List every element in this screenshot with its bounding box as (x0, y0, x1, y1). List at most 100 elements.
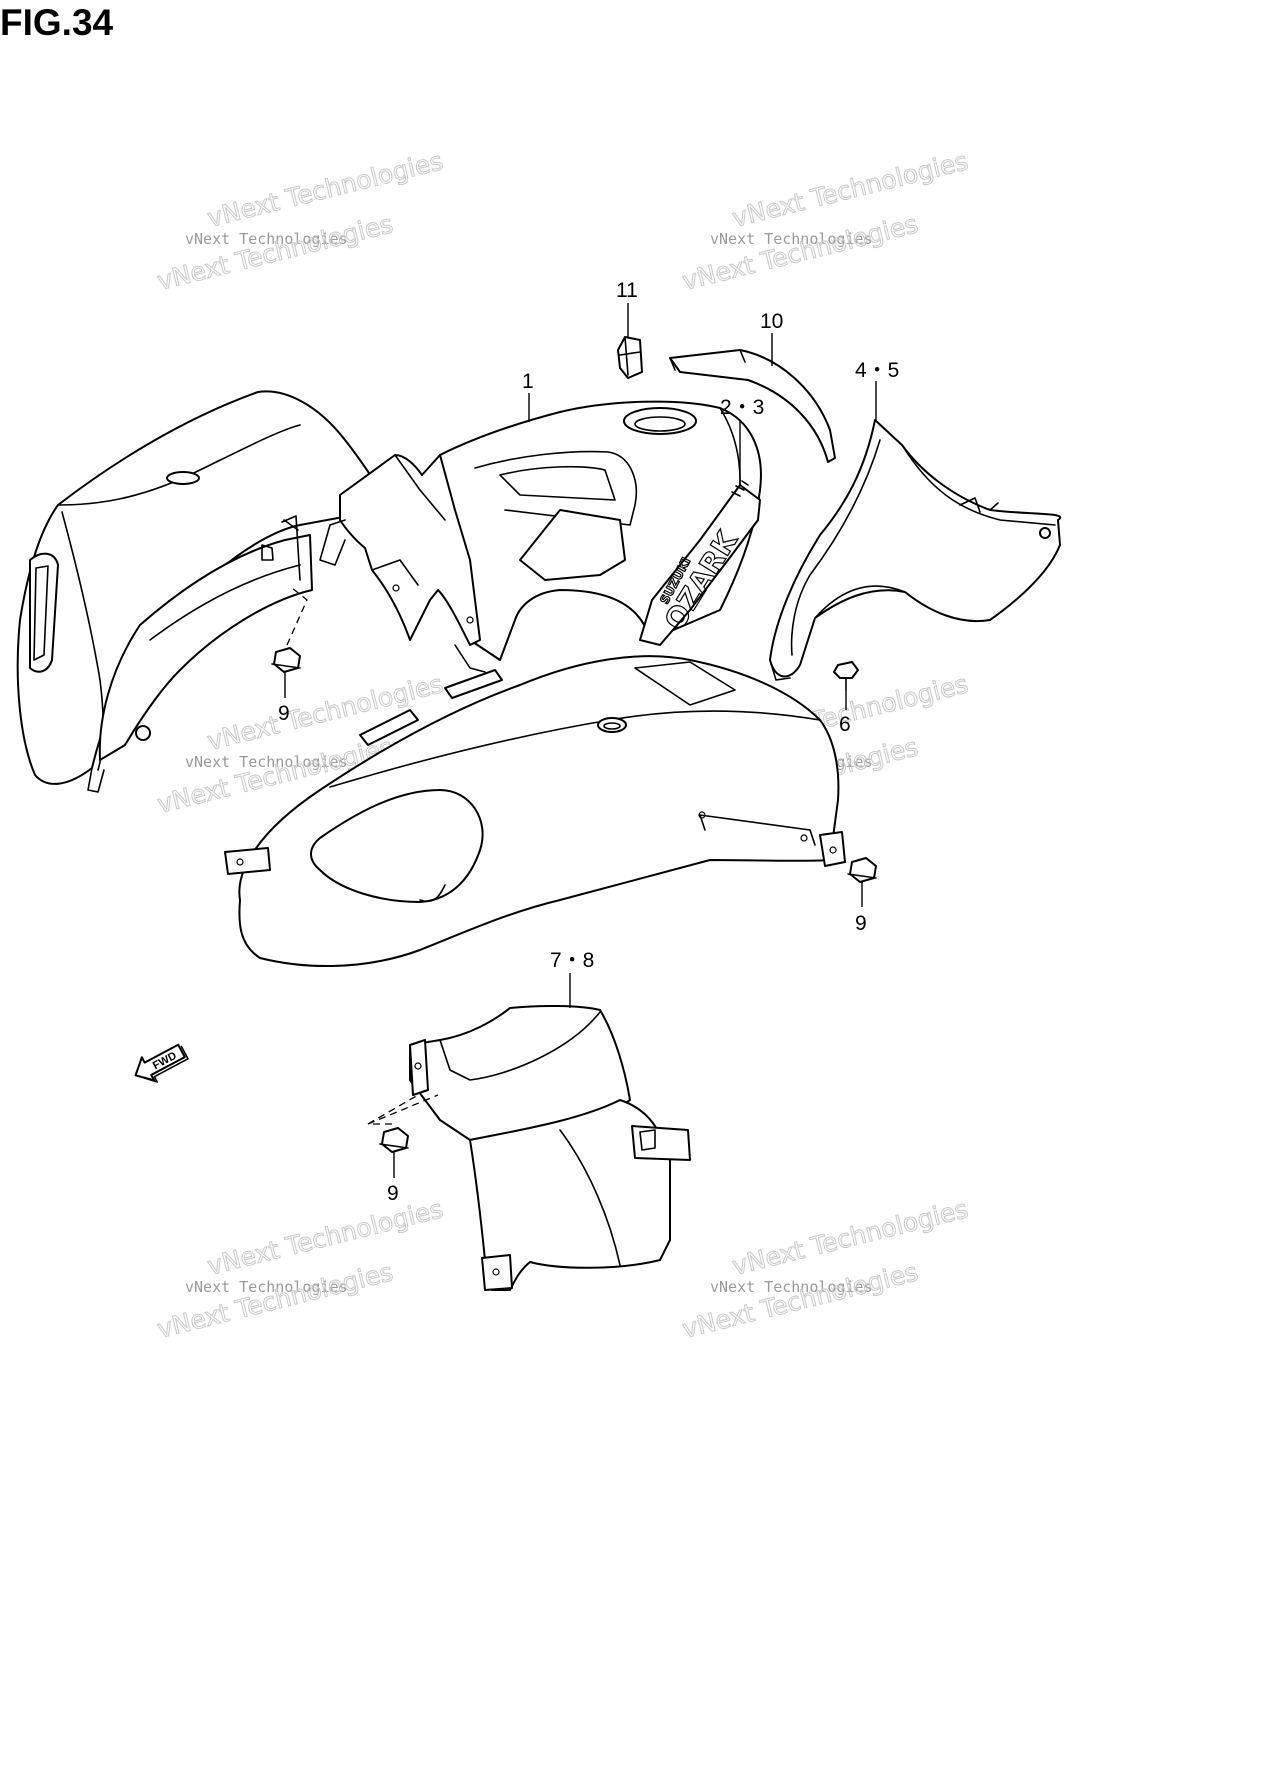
watermark-text: vNext Technologies (185, 230, 348, 248)
front-fender (16, 390, 393, 793)
inner-mudguard-tab-left (409, 1039, 429, 1096)
inner-mudguard (409, 1004, 691, 1291)
rear-fender (224, 655, 846, 968)
bolt-bottom-flange (379, 1143, 409, 1149)
front-fender-headlight-inner (33, 565, 49, 661)
side-cover-lower-rib (814, 585, 906, 619)
inner-mudguard-lower (469, 1099, 671, 1291)
bolt-right (847, 857, 877, 883)
inner-mudguard-lower-rib (559, 1129, 621, 1266)
rear-fender-mount-left-hole (236, 858, 244, 866)
bolt-right-head (849, 857, 877, 883)
side-cover-inner-edge (790, 439, 881, 656)
forward-arrow-shadow (134, 1045, 189, 1083)
front-fender-bracket (261, 519, 299, 561)
rear-fender-mount-right-hole (829, 846, 837, 854)
callout-part-2-3: 2・3 (720, 396, 764, 419)
side-decal-outline (639, 484, 761, 646)
front-fender-lower-lip (87, 767, 105, 793)
inner-mudguard-bottom-tab (481, 1254, 513, 1291)
main-body-rivet-right (466, 616, 474, 624)
main-body-left-wing (339, 454, 481, 646)
figure-title: FIG.34 (0, 2, 114, 43)
fuel-cap-opening (623, 407, 697, 435)
inner-mudguard-upper-crease (439, 1011, 601, 1081)
fuel-cap-ring (634, 416, 686, 432)
watermark-outline-text-2: vNext Technologies (679, 1257, 920, 1344)
callout-part-11: 11 (616, 279, 638, 302)
watermark: vNext Technologies vNext Technologies vN… (154, 1194, 446, 1345)
inner-mudguard-hole-left (414, 1062, 422, 1070)
bolt-left-head (273, 647, 301, 673)
rear-fender-mount-right (819, 831, 846, 867)
watermark-outline-text: vNext Technologies (729, 1194, 970, 1281)
bolt-right-flange (847, 873, 877, 879)
main-body-seat-recess (499, 465, 616, 501)
watermark-outline-text: vNext Technologies (204, 146, 445, 233)
front-fender-tab (281, 515, 301, 581)
seal-strip-edge (669, 349, 746, 371)
watermark-text: vNext Technologies (710, 230, 873, 248)
callout-part-4-5: 4・5 (855, 359, 899, 382)
side-cover-tab (959, 497, 999, 513)
callout-part-1: 1 (522, 370, 534, 393)
inner-mudguard-tab-right (631, 1125, 691, 1161)
main-body-rivet-left (392, 584, 400, 592)
bolt-bottom-head (381, 1127, 409, 1153)
rear-fender-tail-inner (419, 884, 446, 903)
rear-fender-cap-ring (603, 722, 621, 730)
side-cover-edge-lip (769, 659, 791, 681)
rear-fender-cap-hole (597, 717, 627, 733)
main-body-tab-left (319, 519, 346, 566)
forward-direction-arrow: FWD (134, 1043, 189, 1083)
side-cover-upper-rib (901, 444, 1056, 526)
inner-mudguard-bottom-hole (492, 1268, 500, 1276)
front-fender-mudflap (98, 534, 313, 761)
callout-part-9-right: 9 (855, 912, 867, 935)
watermark: vNext Technologies vNext Technologies vN… (154, 146, 446, 297)
rear-fender-rear-rack-left (359, 709, 419, 746)
front-fender-mount-hole (135, 725, 151, 741)
front-fender-mudflap-rib (149, 564, 301, 641)
side-cover-shell (769, 419, 1062, 678)
side-cover-mount-hole (1039, 527, 1051, 539)
front-fender-headlight-opening (29, 552, 59, 673)
seal-strip (669, 349, 836, 463)
forward-arrow-icon (134, 1043, 186, 1082)
main-body-lower-flange (454, 644, 486, 673)
decal-stripes (731, 480, 749, 497)
bolt-left (271, 647, 301, 673)
watermark-outline-text: vNext Technologies (729, 146, 970, 233)
assembly-line-left-bolt (286, 587, 308, 646)
callout-part-9-left: 9 (278, 702, 290, 725)
side-cover (769, 419, 1062, 681)
watermark-text: vNext Technologies (710, 1278, 873, 1296)
callout-part-10: 10 (760, 310, 783, 333)
main-body-cover (319, 400, 762, 673)
rear-fender-rear-rack-right (444, 669, 503, 699)
bolt-bottom (379, 1127, 409, 1153)
front-fender-crease (57, 424, 301, 506)
front-fender-hole (166, 471, 200, 485)
screw-clip (833, 661, 859, 691)
watermark-text: vNext Technologies (185, 1278, 348, 1296)
watermark-outline-text-2: vNext Technologies (679, 209, 920, 296)
rear-fender-mount-left (224, 847, 271, 875)
main-body-center-frame (519, 509, 626, 581)
inner-mudguard-tab-right-slot (639, 1129, 656, 1151)
assembly-line-bottom-bolt (367, 1094, 439, 1125)
screw-clip-head (833, 661, 859, 679)
rear-fender-tail-opening (310, 789, 484, 903)
cushion-block-body (617, 336, 643, 379)
cushion-block-face (619, 336, 641, 376)
assembly-line-bottom-bolt-2 (367, 1094, 419, 1125)
rear-fender-rivet (800, 834, 808, 842)
callout-part-7-8: 7・8 (550, 949, 594, 972)
watermark-text: vNext Technologies (185, 753, 348, 771)
watermark-outline-text: vNext Technologies (204, 1194, 445, 1281)
cushion-block (617, 336, 643, 379)
watermark-outline-text-2: vNext Technologies (154, 1257, 395, 1344)
rear-fender-rivet-2 (698, 811, 706, 819)
main-body-left-wing-fold (371, 454, 446, 586)
